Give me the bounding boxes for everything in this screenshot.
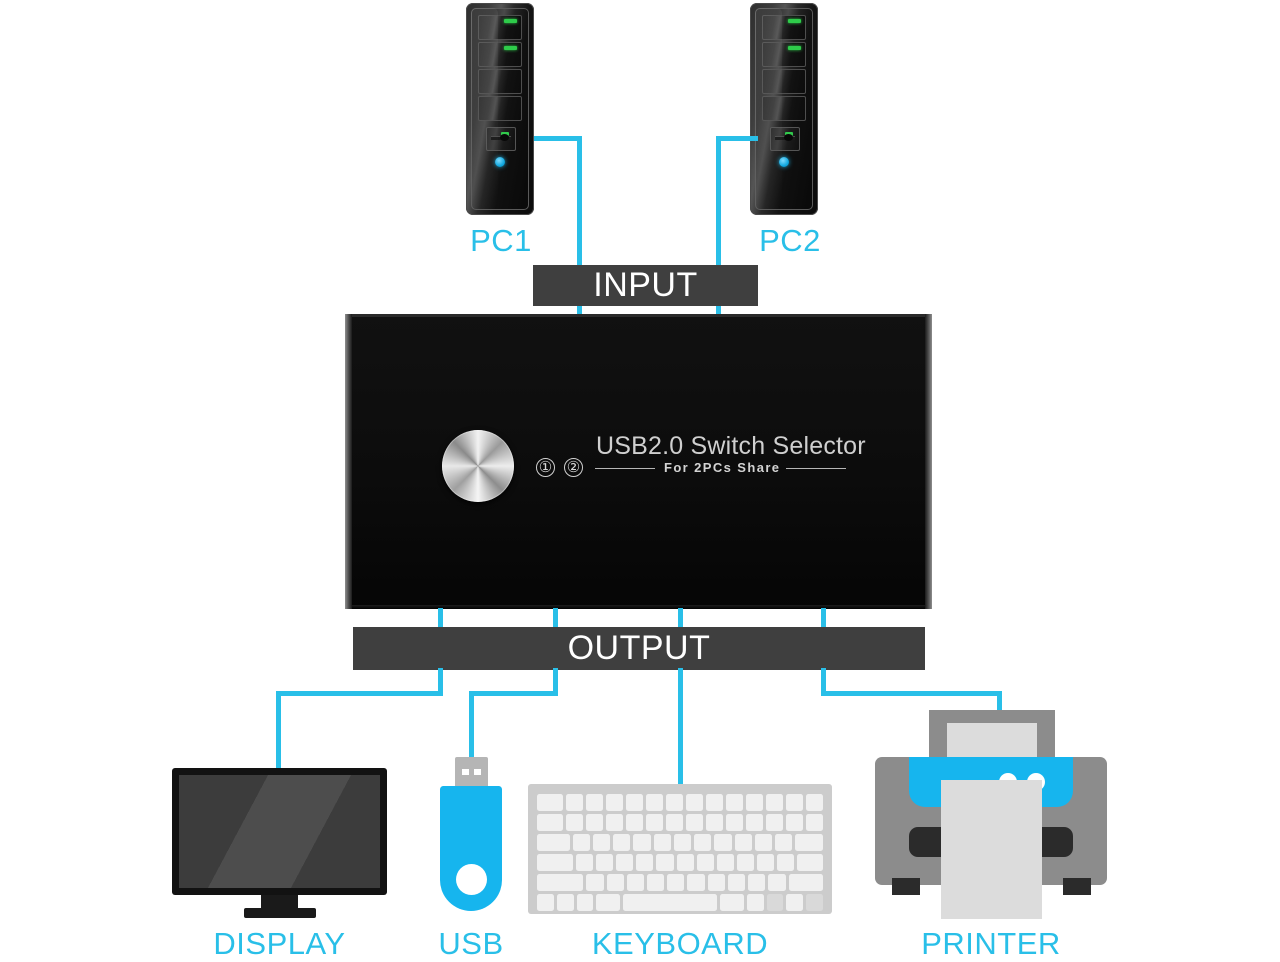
keyboard-icon	[528, 784, 832, 914]
pc1-bay2-led-icon	[504, 46, 517, 50]
printer-foot-right	[1063, 878, 1091, 895]
cable-display-drop	[438, 668, 443, 696]
pc2-drive-led-icon	[785, 132, 793, 136]
usb-switch-device: ① ② USB2.0 Switch Selector For 2PCs Shar…	[345, 314, 932, 609]
pc2-bay2-led-icon	[788, 46, 801, 50]
usb-label: USB	[438, 926, 504, 961]
usb-connector	[455, 757, 488, 788]
cable-display-stub	[438, 608, 443, 636]
pc2-bay1-led-icon	[788, 19, 801, 23]
cable-printer-stub	[821, 608, 826, 636]
monitor-glare	[179, 775, 380, 888]
pc2-bay-3	[762, 69, 806, 94]
pc2-label: PC2	[759, 223, 821, 258]
cable-usb-vertical	[469, 691, 474, 758]
switch-subtitle: For 2PCs Share	[664, 460, 781, 475]
pc2-bay-2	[762, 42, 806, 67]
pc1-power-button-icon	[495, 157, 505, 167]
cable-keyboard-stub	[678, 608, 683, 636]
rotary-knob-icon[interactable]	[442, 430, 514, 502]
switch-bottom-edge	[352, 605, 925, 609]
cable-pc2-vertical	[716, 136, 721, 321]
switch-top-edge	[352, 314, 925, 317]
channel-indicator-2: ②	[564, 458, 583, 477]
keyboard-row	[537, 834, 823, 851]
keyboard-row	[537, 894, 823, 911]
pc2-front-panel	[755, 8, 813, 210]
cable-printer-horizontal	[821, 691, 1002, 696]
usb-flash-drive-icon	[440, 786, 502, 911]
output-bar-label: OUTPUT	[567, 629, 711, 667]
keyboard-label: KEYBOARD	[591, 926, 769, 961]
subtitle-rule-left	[595, 468, 655, 469]
pc1-bay-3	[478, 69, 522, 94]
switch-title: USB2.0 Switch Selector	[596, 432, 866, 460]
cable-printer-drop	[821, 668, 826, 696]
pc1-bay-2	[478, 42, 522, 67]
monitor-base	[244, 908, 316, 918]
monitor-screen	[179, 775, 380, 888]
pc1-bay1-led-icon	[504, 19, 517, 23]
cable-display-horizontal	[276, 691, 443, 696]
monitor-icon	[172, 768, 387, 895]
output-bar: OUTPUT	[353, 627, 925, 670]
cable-display-vertical	[276, 691, 281, 771]
keyboard-row	[537, 814, 823, 831]
usb-pin-left	[462, 769, 469, 775]
cable-pc1-horizontal	[534, 136, 582, 141]
keyboard-row	[537, 874, 823, 891]
switch-left-edge	[345, 314, 352, 609]
printer-output-paper	[941, 780, 1042, 919]
subtitle-rule-right	[786, 468, 846, 469]
cable-usb-stub	[553, 608, 558, 636]
pc2-bay-4	[762, 96, 806, 121]
pc2-optical-drive	[770, 127, 800, 151]
printer-label: PRINTER	[921, 926, 1061, 961]
pc2-tower-icon	[750, 3, 818, 215]
keyboard-row	[537, 854, 824, 871]
cable-pc2-horizontal	[716, 136, 758, 141]
pc1-front-panel	[471, 8, 529, 210]
switch-right-edge	[925, 314, 932, 609]
pc1-bay-1	[478, 15, 522, 40]
pc1-label: PC1	[470, 223, 532, 258]
input-bar: INPUT	[533, 265, 758, 306]
cable-usb-drop	[553, 668, 558, 696]
cable-printer-vertical	[997, 691, 1002, 720]
pc2-power-button-icon	[779, 157, 789, 167]
channel-indicator-1: ①	[536, 458, 555, 477]
cable-keyboard-vertical	[678, 668, 683, 786]
cable-usb-horizontal	[469, 691, 558, 696]
pc1-bay-4	[478, 96, 522, 121]
keyboard-row	[537, 794, 823, 811]
pc1-tower-icon	[466, 3, 534, 215]
display-label: DISPLAY	[213, 926, 346, 961]
pc2-bay-1	[762, 15, 806, 40]
usb-lanyard-hole	[456, 864, 487, 895]
printer-foot-left	[892, 878, 920, 895]
pc1-drive-led-icon	[501, 132, 509, 136]
pc1-optical-drive	[486, 127, 516, 151]
usb-pin-right	[474, 769, 481, 775]
cable-pc1-vertical	[577, 136, 582, 321]
input-bar-label: INPUT	[593, 266, 698, 304]
